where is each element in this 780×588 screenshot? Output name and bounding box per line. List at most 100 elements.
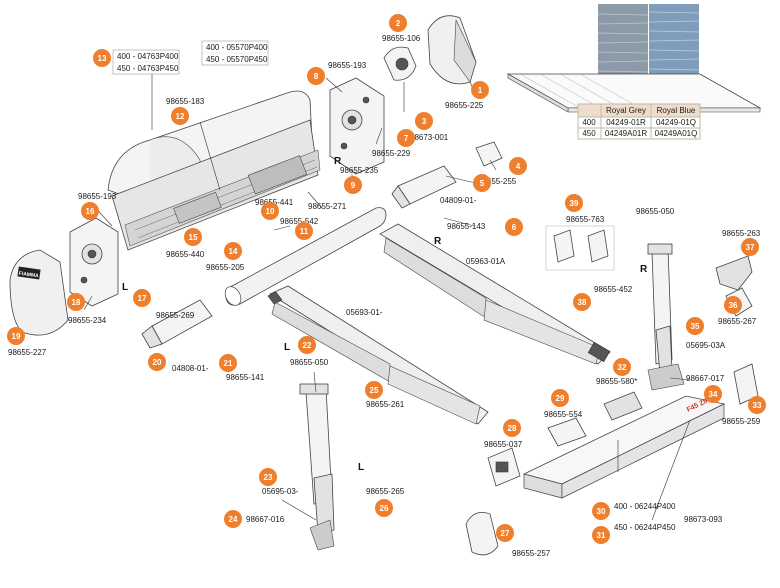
callout-number-20: 20 [153,358,162,367]
callout-number-5: 5 [480,179,485,188]
part-number: 98655-106 [382,34,421,43]
callout-number-38: 38 [578,298,587,307]
svg-text:400 - 05570P400: 400 - 05570P400 [206,43,268,52]
side-label-r: R [334,156,342,167]
part-number: 98655-271 [308,202,347,211]
svg-text:450 - 04763P450: 450 - 04763P450 [117,64,179,73]
callout-badge-8 [307,67,325,85]
callout-badge-27 [496,524,514,542]
callout-number-7: 7 [404,134,409,143]
part-number: 98655-183 [166,97,205,106]
part-number: 98667-016 [246,515,285,524]
side-label-l: L [358,462,364,473]
part-number: 98655-763 [566,215,605,224]
callout-badge-13 [93,49,111,67]
part-number: 05963-01A [466,257,506,266]
callout-badge-18 [67,293,85,311]
table-cell: 04249A01R [605,129,647,138]
part-number: 04809-01- [440,196,477,205]
callout-number-19: 19 [12,332,21,341]
fabric-table: Royal Grey Royal Blue 400 04249-01R 0424… [577,103,701,140]
right-arm [379,223,611,365]
side-label-l: L [122,282,128,293]
slider-32 [603,391,643,421]
table-header-blue: Royal Blue [657,106,696,115]
callout-badge-3 [415,112,433,130]
part-number: 98673-001 [410,133,449,142]
callout-badge-7 [397,129,415,147]
part-number: 98655-580* [596,377,637,386]
part-number: 98655-193 [328,61,367,70]
left-support-leg [299,383,335,551]
part-number: 98655-441 [255,198,294,207]
callout-number-34: 34 [709,390,718,399]
callout-number-35: 35 [691,322,700,331]
callout-badge-29 [551,389,569,407]
table-size-400: 400 [582,118,596,127]
part-number: 98655-259 [722,417,761,426]
callout-badge-25 [365,381,383,399]
part-number: 05695-03A [686,341,726,350]
table-cell: 04249-01Q [656,118,696,127]
callout-number-27: 27 [501,529,510,538]
part-number: 98655-141 [226,373,265,382]
callout-badge-6 [505,218,523,236]
bracket-37 [715,255,753,291]
callout-badge-22 [298,336,316,354]
part-number: 98655-205 [206,263,245,272]
size-box-13: 400 - 04763P400 450 - 04763P450 [112,49,180,75]
part-number: 98655-193 [78,192,117,201]
callout-badge-33 [748,396,766,414]
callout-number-14: 14 [229,247,238,256]
spring-shaft-right [391,165,457,209]
size-box-canopy: 400 - 05570P400 450 - 05570P450 [201,40,269,66]
callout-badge-15 [184,228,202,246]
table-cell: 04249A01Q [655,129,698,138]
spring-shaft-left [141,299,213,349]
callout-number-28: 28 [508,424,517,433]
callout-badge-21 [219,354,237,372]
part-number-labels: 98655-225 98655-106 98673-001 98655-255 … [8,34,761,558]
table-size-450: 450 [582,129,596,138]
clip-39 [545,225,615,271]
callout-number-2: 2 [396,19,401,28]
callout-badge-14 [224,242,242,260]
part-number: 98655-235 [340,166,379,175]
logo-text: FIAMMA [18,271,39,280]
callout-badge-28 [503,419,521,437]
callout-badge-36 [724,296,742,314]
part-number: 98655-050 [636,207,675,216]
callout-number-15: 15 [189,233,198,242]
callout-badge-17 [133,289,151,307]
callout-badge-4 [509,157,527,175]
side-label-r: R [640,264,648,275]
part-number: 04808-01- [172,364,209,373]
part-number: 400 - 06244P400 [614,502,676,511]
callout-badge-32 [613,358,631,376]
callout-badge-34 [704,385,722,403]
part-number: 05693-01- [346,308,383,317]
part-number: 98655-554 [544,410,583,419]
callout-badge-38 [573,293,591,311]
part-number: 98655-050 [290,358,329,367]
end-plug-4 [475,141,503,167]
end-cap-left: FIAMMA [9,249,69,336]
callout-number-10: 10 [266,207,275,216]
part-number: 98655-269 [156,311,195,320]
callout-number-8: 8 [314,72,319,81]
callout-number-32: 32 [618,363,627,372]
mechanism-left [69,217,119,307]
callout-number-13: 13 [98,54,107,63]
awning-cassette [107,90,321,251]
corner-33 [733,363,759,405]
callout-number-17: 17 [138,294,147,303]
callout-number-16: 16 [86,207,95,216]
part-number: 98655-267 [718,317,757,326]
part-number: 98667-017 [686,374,725,383]
callout-number-18: 18 [72,298,81,307]
part-number: 98655-452 [594,285,633,294]
bracket-28 [487,447,521,487]
svg-text:450 - 05570P450: 450 - 05570P450 [206,55,268,64]
